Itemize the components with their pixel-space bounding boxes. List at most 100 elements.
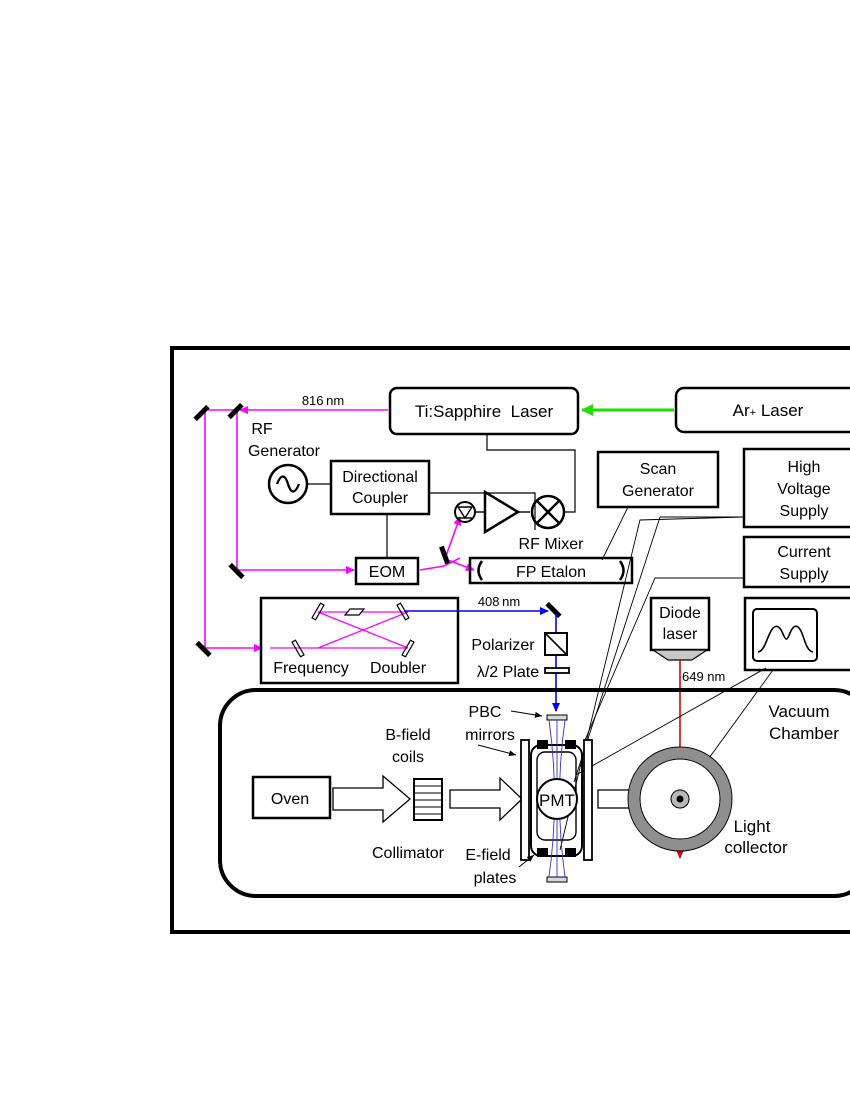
polarizer-icon	[544, 632, 568, 656]
pmt-circle	[536, 778, 578, 820]
ti-sapphire-laser: Ti:Sapphire Laser	[388, 386, 580, 436]
e-field-plate	[537, 848, 548, 857]
collimator-icon	[413, 778, 443, 821]
frequency-label: Frequency	[273, 660, 349, 677]
fp-etalon-box	[468, 556, 634, 585]
ti-sapphire-laser-box	[388, 386, 580, 436]
e-field-pointer	[518, 854, 535, 868]
oven-label: Oven	[271, 791, 309, 808]
e-field-plate	[565, 740, 576, 749]
wl-816-label: 816 nm	[302, 393, 344, 408]
pmt-label: PMT	[539, 791, 575, 810]
high-voltage-supply-box	[742, 447, 850, 529]
eom-box	[354, 556, 420, 586]
oven-box	[251, 775, 332, 820]
diode-laser-label: Diode	[659, 605, 701, 622]
scan-generator-label-2: Generator	[622, 483, 695, 500]
current-supply-box	[742, 535, 850, 589]
pbc-mirror-bottom	[546, 876, 568, 883]
current-supply-label: Current	[777, 544, 831, 561]
wire-laser-mixer	[486, 434, 576, 513]
mirror	[193, 404, 210, 422]
b-field-coils-label: B-field	[385, 727, 430, 744]
eom-label: EOM	[369, 564, 405, 581]
polarizer-label: Polarizer	[471, 637, 535, 654]
mirror	[195, 640, 212, 658]
atomic-beam-arrow-2	[449, 776, 523, 822]
e-field-plate	[565, 848, 576, 857]
doubler-label: Doubler	[370, 660, 427, 677]
ar-laser: Ar+ Laser	[674, 386, 850, 434]
atomic-beam-arrow-1	[332, 774, 412, 824]
scan-generator-label: Scan	[640, 461, 676, 478]
interaction-region: PMT	[520, 714, 593, 883]
beam-to-photodiode	[445, 516, 462, 557]
mirror	[439, 545, 450, 565]
ar-laser-box	[674, 386, 850, 434]
outer-frame	[170, 346, 850, 934]
b-field-coil-left	[520, 739, 530, 861]
directional-coupler-label: Directional	[342, 469, 418, 486]
light-collector	[627, 746, 733, 852]
ti-sapphire-laser-label: Ti:Sapphire Laser	[415, 402, 554, 421]
ar-laser-label: Ar+ Laser	[733, 401, 804, 420]
e-field-plates-label-2: plates	[474, 870, 517, 887]
e-field-plate	[537, 740, 548, 749]
rf-mixer-icon	[530, 494, 566, 530]
pbc-mirror-top	[546, 714, 568, 721]
wl-649-label: 649 nm	[682, 669, 725, 684]
diode-laser-label-2: laser	[663, 626, 698, 643]
diode-laser: Diode laser	[649, 596, 711, 661]
rf-mixer-label: RF Mixer	[519, 536, 585, 553]
fp-etalon: FP Etalon	[468, 556, 634, 585]
b-field-coil-right	[583, 739, 593, 861]
signal-trace-icon	[757, 625, 814, 653]
high-voltage-label: High	[788, 459, 821, 476]
oscilloscope-screen	[752, 608, 818, 662]
beam-eom-to-etalon	[419, 557, 461, 571]
mirror	[545, 601, 562, 619]
b-field-coils-label-2: coils	[392, 749, 424, 766]
mirror	[227, 402, 244, 420]
vacuum-chamber-label-2: Chamber	[769, 724, 839, 743]
oscilloscope-box	[743, 596, 850, 672]
scan-generator-box	[596, 450, 720, 509]
light-collector-label: Light	[734, 817, 771, 836]
pbc-mirrors-label-2: mirrors	[465, 727, 515, 744]
b-field-pointer	[477, 744, 517, 757]
rf-generator-symbol	[267, 463, 309, 505]
wire-coupler-mixer	[429, 492, 536, 530]
half-wave-plate-icon	[544, 667, 570, 674]
e-field-plates-label: E-field	[465, 847, 510, 864]
wire-scan-etalon	[601, 506, 629, 561]
half-wave-plate-label: λ/2 Plate	[477, 664, 539, 681]
frequency-doubler: Frequency Doubler	[259, 596, 460, 685]
wl-408-label: 408 nm	[478, 594, 520, 609]
cable-hv-pmt	[573, 516, 744, 783]
vacuum-chamber	[218, 688, 850, 898]
rf-generator-label: RF	[251, 421, 273, 438]
amplifier-icon	[483, 489, 521, 535]
pbc-pointer	[510, 710, 543, 718]
nonlinear-crystal	[343, 608, 366, 616]
high-voltage-label-3: Supply	[780, 503, 829, 520]
pbc-mirrors-label: PBC	[469, 704, 502, 721]
rf-generator-label-2: Generator	[248, 443, 321, 460]
directional-coupler-box	[329, 459, 431, 516]
current-supply-label-2: Supply	[780, 566, 829, 583]
cable-collector-scope-1	[575, 667, 767, 776]
high-voltage-label-2: Voltage	[777, 481, 830, 498]
cable-current-coils	[584, 577, 744, 741]
photodiode-icon	[454, 501, 476, 523]
diode-laser-head	[651, 649, 709, 661]
e-field-region	[530, 744, 583, 857]
vacuum-chamber-label: Vacuum	[768, 702, 829, 721]
light-collector-label-2: collector	[724, 838, 788, 857]
mirrors	[193, 402, 562, 658]
mirror	[228, 562, 245, 580]
collimator-label: Collimator	[372, 845, 445, 862]
fp-etalon-label: FP Etalon	[516, 564, 586, 581]
directional-coupler-label-2: Coupler	[352, 490, 409, 507]
oscilloscope	[743, 596, 850, 672]
